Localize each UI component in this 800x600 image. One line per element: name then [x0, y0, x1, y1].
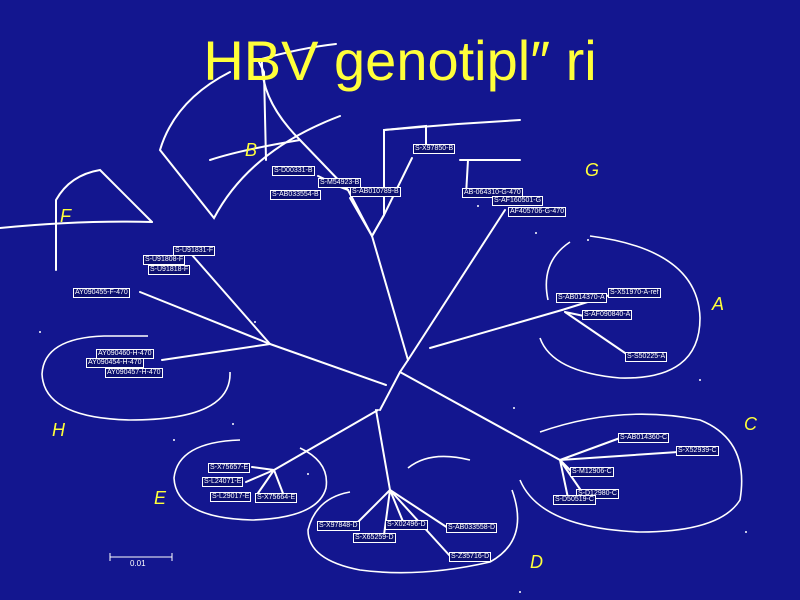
- branch-d1: [355, 489, 391, 525]
- cluster-a-outline: [539, 235, 701, 379]
- cluster-h-outline: [41, 335, 231, 421]
- leaf-label: S-Z35716-D: [449, 552, 492, 562]
- branch-e3: [255, 469, 275, 497]
- cluster-a-outline-2: [545, 241, 571, 301]
- leaf-label: S-X75664-E: [255, 493, 298, 503]
- branch-e2: [245, 469, 275, 483]
- branch-g-inner: [407, 209, 506, 361]
- branch-g-right: [371, 157, 413, 237]
- branch-c5: [559, 459, 569, 499]
- branch-f-line: [0, 220, 153, 229]
- slide-title: HBV genotipl″ ri: [203, 29, 597, 92]
- branch-backbone-f: [269, 343, 387, 386]
- leaf-label: S-M12906-C: [570, 467, 614, 477]
- genotype-label-b: B: [245, 140, 258, 160]
- leaf-label: AY090457-H-470: [105, 368, 163, 378]
- dot: [519, 591, 521, 593]
- dot: [745, 531, 747, 533]
- branch-g1: [383, 124, 427, 151]
- branch-f-arc: [209, 139, 301, 161]
- dot: [513, 407, 515, 409]
- branch-c1: [559, 437, 621, 461]
- dot: [173, 439, 175, 441]
- leaf-label: S-X51970-A-ref: [608, 288, 661, 298]
- scale-bar: [109, 553, 173, 561]
- branch-f-outer: [55, 168, 153, 271]
- leaf-label: S-L29017-E: [210, 492, 252, 502]
- branch-e-stem: [273, 409, 379, 471]
- dot: [254, 321, 256, 323]
- branch-c2: [559, 451, 679, 461]
- cluster-d-outline: [307, 489, 519, 574]
- dot: [307, 473, 309, 475]
- leaf-label: S-AB014360-C: [618, 433, 670, 443]
- branch-f-cluster: [191, 254, 271, 345]
- leaf-label: AY090454-H-470: [86, 358, 144, 368]
- branch-a3: [564, 311, 585, 317]
- branch-h-stem: [161, 343, 271, 361]
- branch-d3: [389, 489, 449, 529]
- genotype-label-f: F: [60, 206, 71, 226]
- branch-e4: [273, 469, 285, 497]
- dot: [535, 232, 537, 234]
- leaf-label: S-X52939-C: [676, 446, 719, 456]
- leaf-label: S-X75657-E: [208, 463, 251, 473]
- leaf-label: S-U91831-F: [173, 246, 216, 256]
- scale-label: 0.01: [130, 559, 146, 568]
- leaf-label: AF405706-G-470: [508, 207, 567, 217]
- leaf-label: S-D00331-B: [272, 166, 315, 176]
- genotype-label-d: D: [530, 552, 543, 572]
- dot: [39, 331, 41, 333]
- leaf-label: S-AB010789-B: [350, 187, 401, 197]
- leaf-label: AY090455-F-470: [73, 288, 130, 298]
- branch-f4: [139, 291, 271, 345]
- branch-b-leaf3: [349, 197, 373, 237]
- leaf-label: S-D50519-C: [553, 495, 596, 505]
- leaf-label: S-AB033554-B: [270, 190, 321, 200]
- dot: [477, 205, 479, 207]
- leaf-label: S-U91818-F: [148, 265, 191, 275]
- leaf-label: S-L24071-E: [202, 477, 244, 487]
- leaf-label: S-S50225-A: [625, 352, 668, 362]
- branch-f-big: [158, 71, 341, 220]
- genotype-label-g: G: [585, 160, 600, 180]
- leaf-label: S-X97850-B: [413, 144, 456, 154]
- branch-e1: [251, 466, 275, 471]
- branch-c-stem: [399, 371, 561, 461]
- leaf-label: S-X97848-D: [317, 521, 360, 531]
- genotype-label-a: A: [712, 294, 725, 314]
- branch-bottom-stem: [379, 371, 401, 411]
- leaf-label: S-AF090840-A: [582, 310, 633, 320]
- genotype-label-c: C: [744, 414, 757, 434]
- branch-b-arc: [257, 43, 337, 61]
- leaf-label: S-X02496-D: [385, 520, 428, 530]
- genotype-label-e: E: [154, 488, 167, 508]
- branch-d-stem: [375, 409, 391, 491]
- branch-d2: [389, 489, 405, 525]
- branch-a-stem: [429, 309, 563, 349]
- branch-g-stem: [371, 123, 459, 237]
- cluster-d-outline-2: [407, 455, 471, 469]
- leaf-label: S-X65259-D: [353, 533, 396, 543]
- dot: [699, 379, 701, 381]
- cluster-c-outline: [519, 413, 743, 533]
- dot: [587, 239, 589, 241]
- branch-backbone-top: [371, 235, 409, 361]
- leaf-label: S-AF160501-G: [492, 196, 544, 206]
- leaf-label: S-U91808-F: [143, 255, 186, 265]
- branch-g-mid: [457, 119, 521, 125]
- cluster-e-outline: [173, 439, 328, 521]
- branch-a4: [564, 311, 629, 356]
- branch-b-leaf4: [257, 59, 267, 161]
- leaf-label: S-AB033558-D: [446, 523, 498, 533]
- leaf-label: S-AB014370-A: [556, 293, 607, 303]
- leaf-label: S-M54923-B: [318, 178, 362, 188]
- genotype-label-h: H: [52, 420, 65, 440]
- leaf-label: S-D12980-C: [576, 489, 619, 499]
- branch-center: [399, 359, 409, 373]
- dot: [232, 423, 234, 425]
